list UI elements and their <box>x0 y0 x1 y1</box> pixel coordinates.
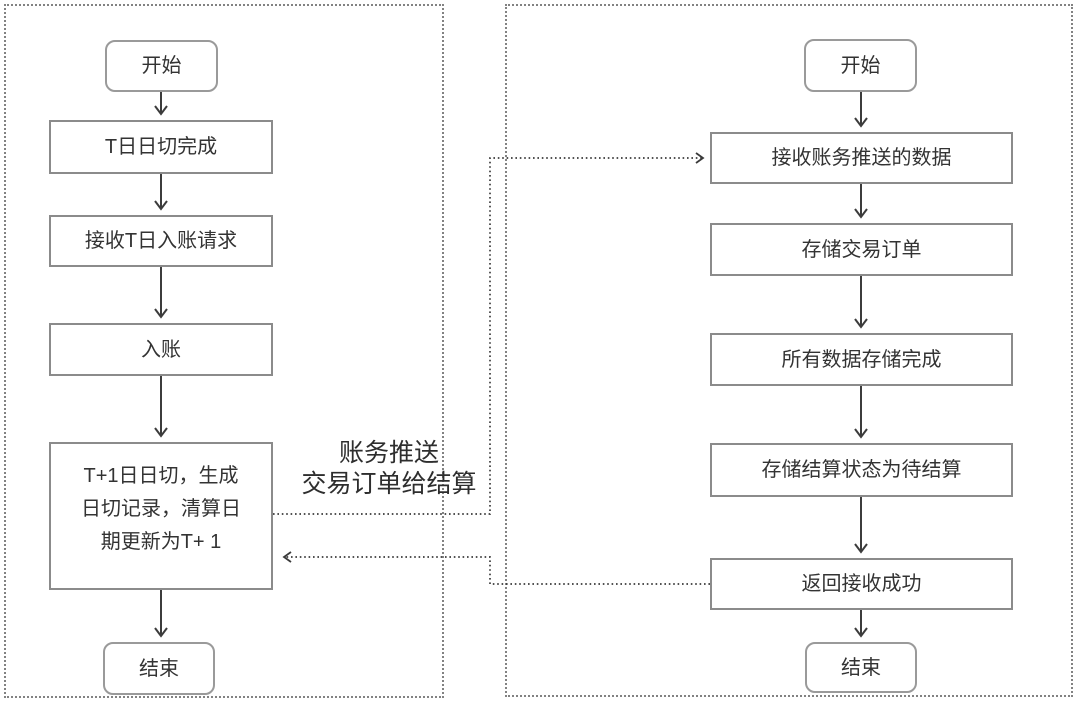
node-t-plus1-cutover-line3: 期更新为T+ 1 <box>100 530 222 553</box>
node-right-start: 开始 <box>804 39 917 92</box>
connector-label: 账务推送 交易订单给结算 <box>284 438 494 500</box>
dotted-connector-push-orders-to-settlement <box>273 152 705 515</box>
node-t-plus1-cutover: T+1日日切，生成 日切记录，清算日 期更新为T+ 1 <box>49 442 273 590</box>
right-flow-panel <box>505 4 1073 697</box>
dotted-connector-return-success-to-cutover <box>282 551 710 585</box>
node-t-plus1-cutover-line1: T+1日日切，生成 <box>83 464 239 487</box>
node-store-trade-orders: 存储交易订单 <box>710 223 1013 276</box>
node-right-end: 结束 <box>805 642 917 693</box>
node-left-end: 结束 <box>103 642 215 695</box>
node-receive-t-day-posting-request: 接收T日入账请求 <box>49 215 273 267</box>
node-store-settlement-status-pending: 存储结算状态为待结算 <box>710 443 1013 497</box>
left-flow-panel <box>4 4 444 698</box>
connector-label-line1: 账务推送 <box>338 439 439 467</box>
node-posting: 入账 <box>49 323 273 376</box>
node-left-start: 开始 <box>105 40 218 92</box>
node-t-plus1-cutover-line2: 日切记录，清算日 <box>81 497 241 520</box>
node-return-receive-success: 返回接收成功 <box>710 558 1013 610</box>
connector-label-line2: 交易订单给结算 <box>301 470 477 498</box>
node-receive-pushed-data: 接收账务推送的数据 <box>710 132 1013 184</box>
node-t-day-cutover-complete: T日日切完成 <box>49 120 273 174</box>
node-all-data-stored: 所有数据存储完成 <box>710 333 1013 386</box>
